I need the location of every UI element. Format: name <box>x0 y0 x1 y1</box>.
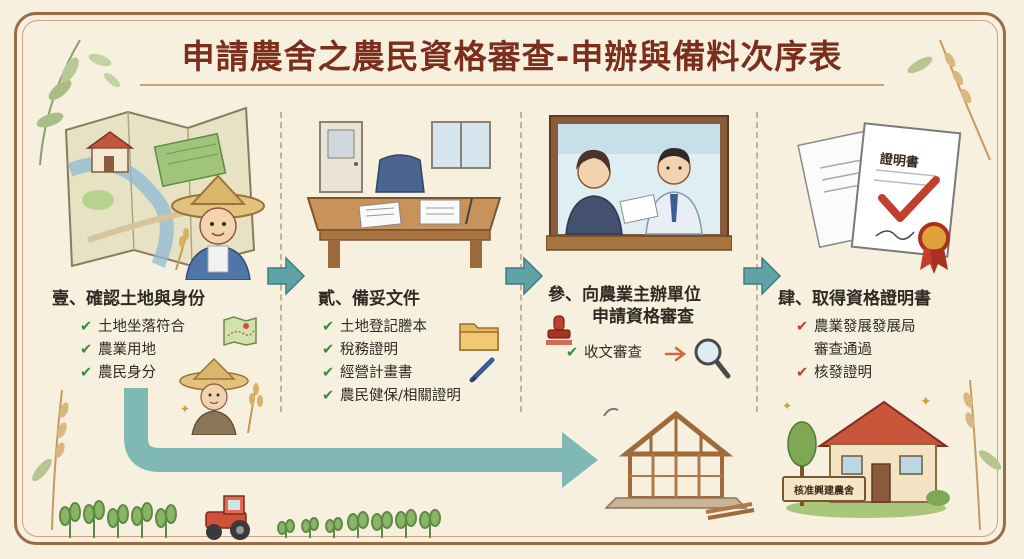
folder-icon <box>459 323 499 351</box>
checkmark-icon: ✔ <box>796 319 809 335</box>
inner-frame <box>22 20 998 537</box>
flow-arrow-2 <box>505 256 544 296</box>
wheat-decoration-bottom-left <box>32 389 69 530</box>
stamp-icon <box>546 315 572 345</box>
map-icon <box>223 316 257 346</box>
column-divider-3 <box>756 112 758 412</box>
page-title: 申請農舍之農民資格審查-申辦與備料次序表 <box>181 37 843 76</box>
checkmark-icon: ✔ <box>322 342 335 358</box>
service-window-illustration <box>546 115 732 251</box>
step-3-title-line-2: 申請資格審查 <box>592 307 694 327</box>
title-underline <box>140 84 884 86</box>
list-item: 審查通過 <box>814 342 872 358</box>
step-1-title: 壹、確認土地與身份 <box>52 289 205 309</box>
svg-text:✦: ✦ <box>782 399 792 413</box>
column-divider-2 <box>520 112 522 412</box>
office-desk-illustration <box>306 121 502 268</box>
step-3-title: 參、向農業主辦單位 申請資格審查 <box>548 284 748 328</box>
farmer-small-illustration: ✦ <box>179 357 263 435</box>
step-1-checklist: ✔土地坐落符合 ✔農業用地 ✔農民身分 <box>80 316 250 385</box>
checkmark-icon: ✔ <box>322 365 335 381</box>
column-divider-1 <box>280 112 282 412</box>
house-frame-illustration <box>603 407 755 520</box>
sign-label: 核准興建農舍 <box>794 485 854 497</box>
step-2-title: 貳、備妥文件 <box>318 289 420 309</box>
list-item: ✔農業用地 <box>80 339 250 362</box>
step-2-checklist: ✔土地登記謄本 ✔稅務證明 ✔經營計畫書 ✔農民健保/相關證明 <box>322 316 502 408</box>
list-item: ✔收文審查 <box>566 342 686 365</box>
list-item: ✔核發證明 <box>796 362 986 385</box>
certificate-heading: 證明書 <box>879 151 920 171</box>
crops-row-illustration <box>59 495 441 540</box>
right-arrow-icon <box>664 346 687 362</box>
magnifier-icon <box>694 338 731 379</box>
step-4-title: 肆、取得資格證明書 <box>778 289 931 309</box>
checkmark-icon: ✔ <box>322 319 335 335</box>
svg-text:✦: ✦ <box>920 394 932 410</box>
list-item: ✔農民健保/相關證明 <box>322 385 502 408</box>
list-item: ✔土地登記謄本 <box>322 316 502 339</box>
list-item: ✔稅務證明 <box>322 339 502 362</box>
wheat-decoration-top-right <box>907 39 991 161</box>
step-3-checklist: ✔收文審查 <box>566 342 686 365</box>
tractor-icon <box>205 495 250 540</box>
flow-arrow-3 <box>743 256 782 296</box>
list-item: ✔土地坐落符合 <box>80 316 250 339</box>
flow-arrow-to-construction <box>124 388 598 488</box>
checkmark-icon: ✔ <box>80 342 93 358</box>
farmer-illustration <box>171 174 265 280</box>
checkmark-icon: ✔ <box>796 365 809 381</box>
leaf-decoration-top-left <box>36 39 121 166</box>
checkmark-icon: ✔ <box>566 345 579 361</box>
list-item: ✔經營計畫書 <box>322 362 502 385</box>
construction-approved-sign: 核准興建農舍 <box>782 476 866 502</box>
list-item: ✔農民身分 <box>80 362 250 385</box>
step-3-title-line-1: 參、向農業主辦單位 <box>548 285 701 305</box>
checkmark-icon: ✔ <box>80 319 93 335</box>
svg-text:✦: ✦ <box>180 402 190 416</box>
outer-frame <box>14 12 1006 545</box>
checkmark-icon: ✔ <box>80 365 93 381</box>
checkmark-icon: ✔ <box>322 388 335 404</box>
pen-icon <box>469 357 495 383</box>
list-item: ✔農業發展發展局 <box>796 316 986 339</box>
step-4-checklist: ✔農業發展發展局 審查通過 ✔核發證明 <box>796 316 986 385</box>
certificate-illustration <box>797 122 962 274</box>
leaf-decoration-bottom-right <box>963 379 1002 530</box>
flow-arrow-1 <box>267 256 306 296</box>
